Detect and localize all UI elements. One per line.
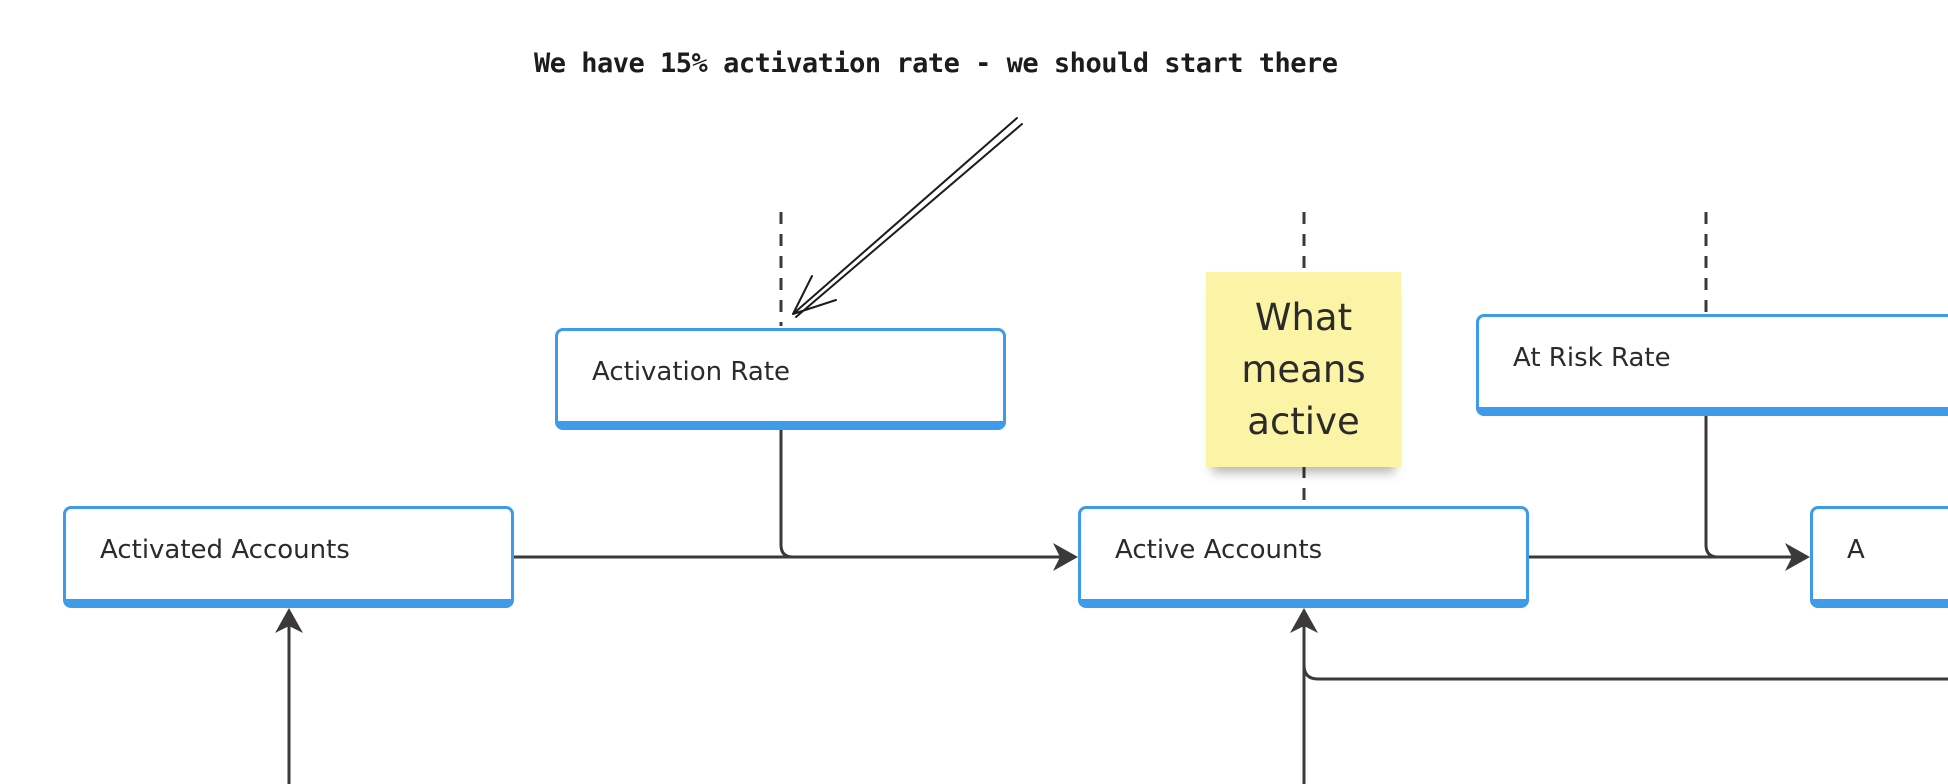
- node-label: Activated Accounts: [100, 535, 350, 565]
- sticky-note-text: What means active: [1241, 295, 1366, 443]
- node-active-accounts[interactable]: Active Accounts: [1078, 506, 1529, 608]
- node-activation-rate[interactable]: Activation Rate: [555, 328, 1006, 430]
- node-label: At Risk Rate: [1513, 343, 1671, 373]
- arrowhead-right: [1053, 543, 1078, 571]
- node-label: Active Accounts: [1115, 535, 1323, 565]
- arrowhead-up: [275, 608, 303, 633]
- connector-return-to-active[interactable]: [1302, 664, 1948, 681]
- node-at-risk-rate[interactable]: At Risk Rate: [1476, 314, 1948, 416]
- node-label: Activation Rate: [592, 357, 791, 387]
- arrowhead-right: [1785, 543, 1810, 571]
- node-activated-accounts[interactable]: Activated Accounts: [63, 506, 514, 608]
- node-label: A: [1847, 535, 1865, 565]
- sticky-note[interactable]: What means active: [1206, 272, 1401, 467]
- arrowhead-up: [1290, 608, 1318, 633]
- connector-at-risk-rate-to-edge[interactable]: [1704, 416, 1719, 559]
- handwritten-annotation[interactable]: We have 15% activation rate - we should …: [534, 48, 1338, 79]
- hand-drawn-arrow-icon[interactable]: [792, 117, 1023, 318]
- connector-activation-rate-to-edge[interactable]: [779, 430, 794, 559]
- node-partial-offscreen[interactable]: A: [1810, 506, 1948, 608]
